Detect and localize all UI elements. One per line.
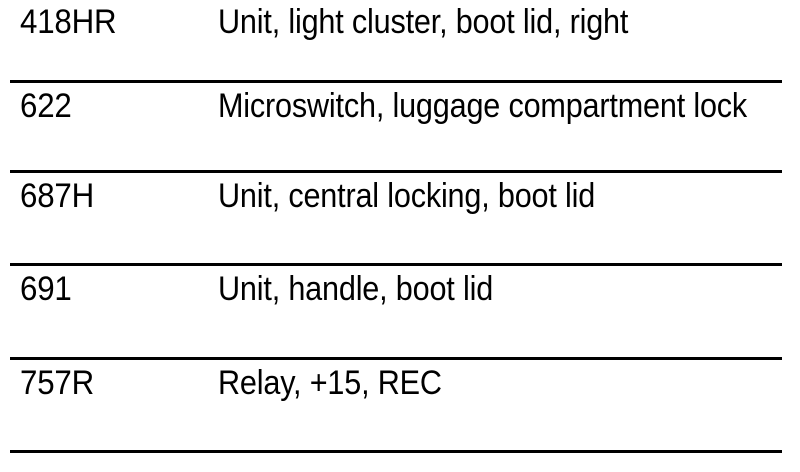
part-code-cell: 687H — [20, 177, 95, 215]
row-divider — [10, 450, 782, 453]
row-divider — [10, 263, 782, 266]
part-description-cell: Unit, central locking, boot lid — [218, 177, 596, 215]
part-code-cell: 418HR — [20, 3, 117, 41]
part-code-cell: 691 — [20, 270, 72, 308]
table-row-inner: 757R Relay, +15, REC — [0, 360, 800, 450]
table-row: 757R Relay, +15, REC — [0, 360, 800, 450]
part-description-cell: Relay, +15, REC — [218, 364, 442, 402]
table-row-inner: 418HR Unit, light cluster, boot lid, rig… — [0, 0, 800, 80]
part-code-cell: 622 — [20, 87, 72, 125]
part-description-cell: Unit, light cluster, boot lid, right — [218, 3, 629, 41]
row-divider — [10, 357, 782, 360]
table-row-inner: 622 Microswitch, luggage compartment loc… — [0, 83, 800, 170]
part-description-cell: Unit, handle, boot lid — [218, 270, 494, 308]
part-code-cell: 757R — [20, 364, 95, 402]
part-description-cell: Microswitch, luggage compartment lock — [218, 87, 748, 125]
table-row: 691 Unit, handle, boot lid — [0, 266, 800, 357]
row-divider — [10, 170, 782, 173]
table-row: 687H Unit, central locking, boot lid — [0, 173, 800, 263]
table-row-inner: 687H Unit, central locking, boot lid — [0, 173, 800, 263]
table-row: 622 Microswitch, luggage compartment loc… — [0, 83, 800, 170]
table-row-inner: 691 Unit, handle, boot lid — [0, 266, 800, 357]
row-divider — [10, 80, 782, 83]
table-row: 418HR Unit, light cluster, boot lid, rig… — [0, 0, 800, 80]
